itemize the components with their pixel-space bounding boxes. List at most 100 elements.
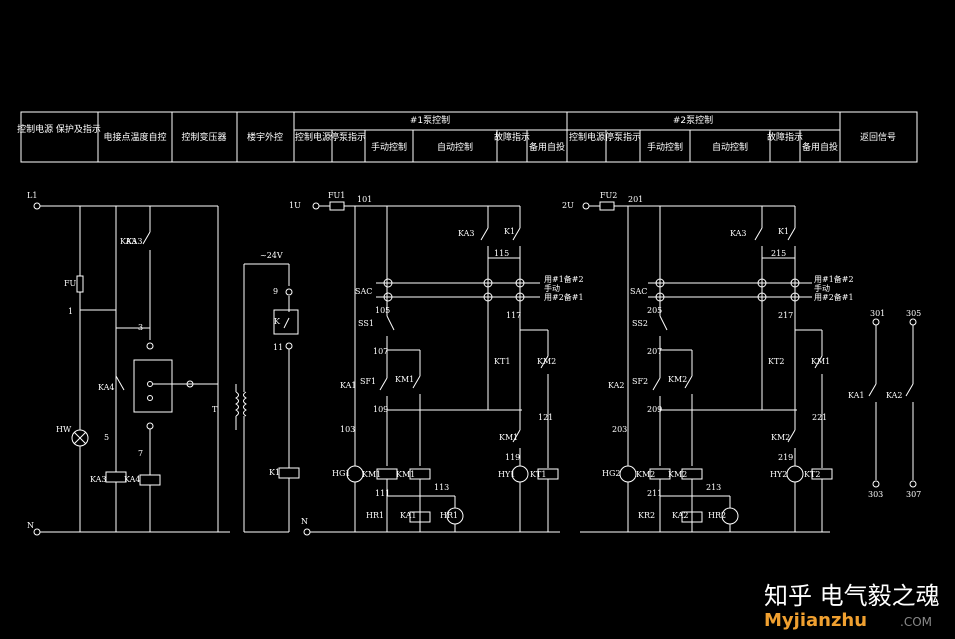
component-label: KA3 [458, 229, 475, 238]
header-cell: #2泵控制 [673, 114, 713, 126]
watermark: 知乎 电气毅之魂 Myjianzhu .COM [764, 582, 940, 631]
header-cell: 控制变压器 [181, 131, 226, 143]
component-label: 9 [273, 287, 278, 296]
component-label: SAC [355, 287, 372, 296]
component-label: KA4 [98, 383, 115, 392]
component-label: KA3 [120, 237, 137, 246]
header-cell: 电接点温度自控 [103, 131, 166, 143]
component-label: HW [56, 425, 72, 434]
component-label: 307 [906, 490, 921, 499]
component-label: 205 [647, 306, 662, 315]
component-label: N [301, 517, 308, 526]
component-label: ~24V [260, 251, 283, 260]
component-label: 119 [505, 453, 520, 462]
component-label: KA3 [730, 229, 747, 238]
component-label: KT2 [804, 470, 820, 479]
component-label: 301 [870, 309, 885, 318]
header-cell: 楼宇外控 [247, 131, 283, 143]
header-cell: #1泵控制 [410, 114, 450, 126]
component-label: 213 [706, 483, 721, 492]
header-cell: 故障指示 [494, 131, 530, 143]
header-cell: 自动控制 [712, 141, 748, 153]
component-label: FU1 [328, 191, 345, 200]
component-label: 117 [506, 311, 521, 320]
component-label: 手动 [544, 283, 560, 293]
component-label: 1 [68, 307, 73, 316]
component-label: K1 [269, 468, 280, 477]
component-label: KA2 [886, 391, 903, 400]
component-label: 203 [612, 425, 627, 434]
component-label: 215 [771, 249, 786, 258]
component-label: KM1 [395, 375, 414, 384]
component-label: HR1 [440, 511, 458, 520]
component-label: KA1 [848, 391, 865, 400]
watermark-suffix: .COM [900, 615, 932, 629]
header-cell: 手动控制 [371, 141, 407, 153]
component-label: KR2 [638, 511, 655, 520]
component-label: K1 [778, 227, 789, 236]
component-label: 121 [538, 413, 553, 422]
component-label: SF1 [360, 377, 376, 386]
component-label: 209 [647, 405, 662, 414]
component-label: 105 [375, 306, 390, 315]
control-power-circuit [33, 202, 230, 536]
header-cell: 手动控制 [647, 141, 683, 153]
component-label: KA1 [340, 381, 357, 390]
component-label: 2U [562, 201, 574, 210]
header-table [20, 111, 918, 163]
component-label: HG2 [602, 469, 620, 478]
component-label: 5 [104, 433, 109, 442]
header-cell: 控制电源 [569, 131, 605, 143]
component-label: HG1 [332, 469, 350, 478]
component-label: 101 [357, 195, 372, 204]
component-label: KM1 [362, 470, 381, 479]
component-label: KM1 [499, 433, 518, 442]
component-label: KT1 [530, 470, 546, 479]
component-label: KM1 [811, 357, 830, 366]
component-label: KT2 [768, 357, 784, 366]
component-label: N [27, 521, 34, 530]
component-label: 109 [373, 405, 388, 414]
component-label: HR2 [708, 511, 726, 520]
component-label: T [212, 405, 218, 414]
header-cell: 返回信号 [860, 131, 896, 143]
header-cell: 故障指示 [767, 131, 803, 143]
component-label: 303 [868, 490, 883, 499]
component-label: 305 [906, 309, 921, 318]
component-label: 113 [434, 483, 449, 492]
header-cell: 控制电源 [295, 131, 331, 143]
component-label: FU2 [600, 191, 617, 200]
component-label: HY2 [770, 470, 787, 479]
component-label: SF2 [632, 377, 648, 386]
component-label: 手动 [814, 283, 830, 293]
component-label: KA1 [400, 511, 417, 520]
component-label: K [274, 317, 281, 326]
component-label: SS1 [358, 319, 374, 328]
header-cell: 停泵指示 [330, 131, 366, 143]
pump2-circuit [580, 201, 833, 533]
component-label: KA4 [124, 475, 141, 484]
component-label: 219 [778, 453, 793, 462]
component-label: HR1 [366, 511, 384, 520]
header-cell: 备用自投 [529, 141, 565, 153]
external-control-circuit [273, 264, 300, 532]
component-label: 用#1备#2 [814, 274, 854, 284]
control-transformer [235, 263, 289, 533]
component-label: KM2 [668, 470, 687, 479]
component-label: SS2 [632, 319, 648, 328]
header-cell: 自动控制 [437, 141, 473, 153]
component-label: 用#2备#1 [814, 292, 854, 302]
component-label: 11 [273, 343, 283, 352]
component-label: HY1 [498, 470, 515, 479]
component-label: KM2 [537, 357, 556, 366]
component-label: KA2 [608, 381, 625, 390]
component-label: KM2 [668, 375, 687, 384]
component-label: 用#2备#1 [544, 292, 584, 302]
component-label: 211 [647, 489, 662, 498]
component-label: 111 [375, 489, 390, 498]
component-labels: L1FU1KA3HW5KA3NKA33KA47KA4T~24V9K11K11UF… [27, 191, 921, 530]
header-cell: 备用自投 [802, 141, 838, 153]
component-label: K1 [504, 227, 515, 236]
component-label: 用#1备#2 [544, 274, 584, 284]
